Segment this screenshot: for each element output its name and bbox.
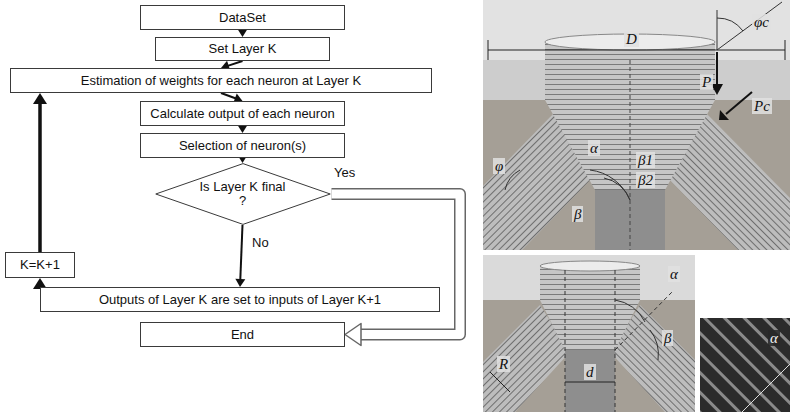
node-text: Selection of neuron(s) (179, 139, 306, 153)
edge-label: No (250, 236, 271, 250)
start-box: DataSet (140, 5, 345, 30)
flow-arrow (33, 93, 47, 252)
flow-arrow (235, 225, 245, 287)
decision-diamond: Is Layer K final ? (154, 163, 332, 225)
process-box: Selection of neuron(s) (140, 133, 345, 158)
dimension-label: D (624, 31, 639, 47)
arrow-head (238, 29, 248, 37)
node-text: DataSet (219, 11, 266, 25)
node-text: K=K+1 (20, 258, 60, 272)
angle-label: β2 (636, 172, 655, 188)
arrow-head (238, 125, 248, 133)
angle-label: β1 (636, 152, 655, 168)
dimension-label: d (584, 364, 596, 380)
node-text: Is Layer K final ? (200, 180, 286, 208)
arrow-line (221, 93, 236, 99)
angle-label: α (668, 266, 680, 282)
arrow-head (235, 279, 245, 287)
angle-label: β (572, 206, 583, 222)
angle-label: β (662, 330, 673, 346)
angle-label: φ (493, 158, 505, 174)
dimension-label: R (497, 356, 510, 372)
arrow-head (345, 324, 361, 346)
force-label: P (700, 74, 713, 90)
top-view (483, 0, 790, 250)
flow-arrow (238, 29, 248, 37)
arrow-line (240, 225, 242, 280)
counter-box: K=K+1 (5, 252, 75, 278)
end-box: End (140, 322, 345, 347)
process-box: Set Layer K (155, 37, 330, 61)
edge-label: Yes (332, 166, 357, 180)
yes-arrow (332, 194, 461, 346)
force-label: Pc (752, 98, 772, 114)
process-box: Calculate output of each neuron (140, 101, 345, 126)
arrow-head (33, 93, 47, 104)
arrow-line (38, 103, 42, 252)
node-text: Estimation of weights for each neuron at… (81, 74, 361, 88)
arrow-body (332, 194, 461, 335)
node-text: Calculate output of each neuron (150, 107, 334, 121)
section-view (483, 255, 695, 412)
process-box: Outputs of Layer K are set to inputs of … (40, 287, 440, 312)
node-text: End (231, 328, 254, 342)
arrow-line (228, 61, 243, 66)
angle-label: α (588, 140, 600, 156)
node-text: Set Layer K (209, 42, 277, 56)
groove-detail (700, 318, 790, 412)
angle-label: φc (752, 14, 771, 30)
process-box: Estimation of weights for each neuron at… (10, 68, 432, 93)
arrow-outline (332, 194, 461, 335)
node-text: Outputs of Layer K are set to inputs of … (99, 293, 381, 307)
flow-arrow (238, 125, 248, 133)
angle-label: α (768, 330, 780, 346)
